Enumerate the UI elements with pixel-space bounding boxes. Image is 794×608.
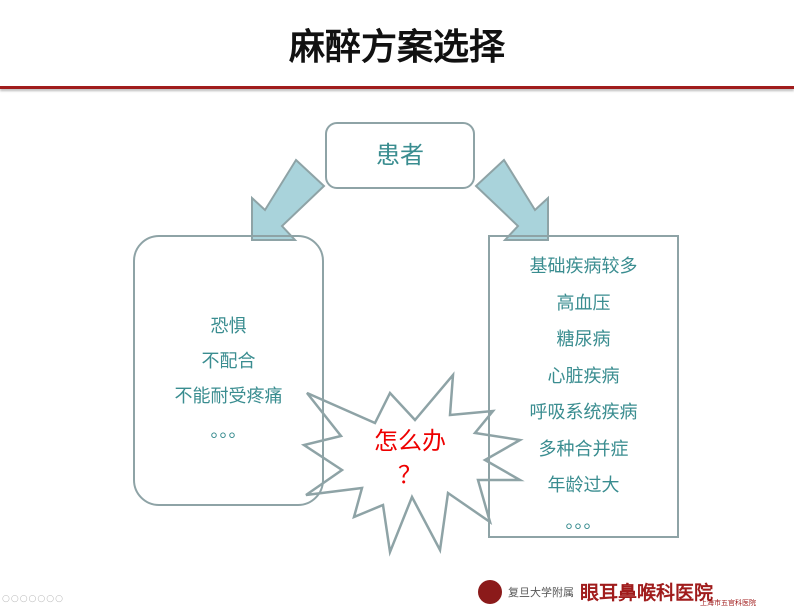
list-item: 心脏疾病 <box>547 365 620 387</box>
hospital-logo: 复旦大学附属 眼耳鼻喉科医院 <box>478 578 713 605</box>
explosion-burst <box>300 371 525 557</box>
list-item: 呼吸系统疾病 <box>529 402 638 423</box>
hospital-subname: 上海市五官科医院 <box>700 599 756 607</box>
list-item: 高血压 <box>556 292 611 314</box>
burst-text: 怎么办 ？ <box>360 424 460 492</box>
hospital-name: 眼耳鼻喉科医院 <box>580 582 714 604</box>
list-item: 不能耐受疼痛 <box>174 386 283 407</box>
list-item: 恐惧 <box>210 316 247 337</box>
arrow-down-right-icon <box>474 158 549 241</box>
university-name: 复旦大学附属 <box>508 585 574 599</box>
list-item: 年龄过大 <box>547 475 620 496</box>
patient-factors-box: 恐惧 不配合 不能耐受疼痛 。。。 <box>133 235 324 506</box>
list-item: 基础疾病较多 <box>529 256 638 277</box>
patient-box: 患者 <box>325 122 475 189</box>
list-item: 糖尿病 <box>556 329 611 350</box>
list-item: 。。。 <box>565 511 602 533</box>
list-item: 多种合并症 <box>538 438 629 460</box>
slide-nav-controls[interactable]: ○○○○○○○ <box>2 594 64 604</box>
list-item: 。。。 <box>210 421 247 442</box>
burst-question: 怎么办 <box>374 427 446 455</box>
burst-question-mark: ？ <box>398 461 422 489</box>
list-item: 不配合 <box>201 351 256 372</box>
arrow-down-left-icon <box>251 158 326 241</box>
page-title: 麻醉方案选择 <box>288 27 505 68</box>
comorbidities-box: 基础疾病较多 高血压 糖尿病 心脏疾病 呼吸系统疾病 多种合并症 年龄过大 。。… <box>488 235 679 538</box>
hospital-seal-icon <box>478 579 502 604</box>
title-divider <box>0 86 794 89</box>
